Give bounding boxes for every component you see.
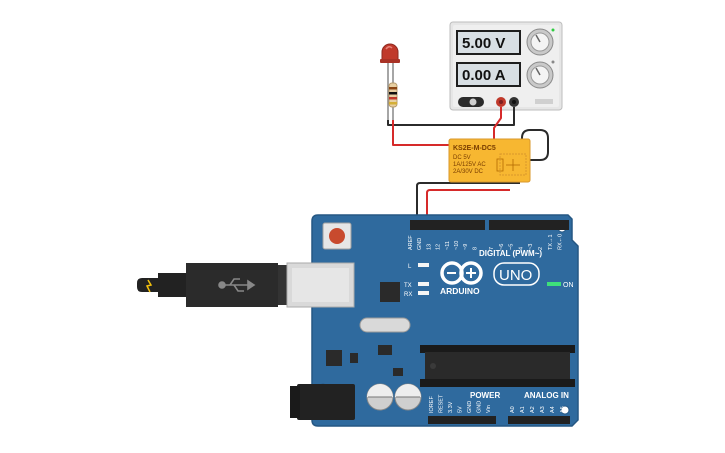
analog-pin-label-1: A1 — [520, 406, 526, 413]
relay-module[interactable]: KS2E-M-DC5 DC 5V 1A/125V AC 2A/30V DC — [448, 138, 531, 183]
analog-pin-label-3: A3 — [540, 406, 546, 413]
digital-pin-label-1: GND — [417, 238, 423, 250]
analog-pin-label-0: A0 — [510, 406, 516, 413]
power-pin-label-6: Vin — [486, 405, 492, 413]
digital-pin-label-13: 2 — [538, 247, 544, 250]
power-pin-label-0: IOREF — [429, 396, 435, 413]
analog-pin-label-4: A4 — [550, 406, 556, 413]
power-header[interactable] — [428, 416, 496, 424]
digital-pin-label-8: 7 — [489, 247, 495, 250]
digital-pin-label-6: ~9 — [463, 244, 469, 250]
capacitor-chip — [378, 345, 392, 355]
power-pin-label-4: GND — [467, 401, 473, 413]
usb-chip — [380, 282, 400, 302]
digital-pin-label-11: 4 — [518, 247, 524, 250]
atmega-chip — [420, 345, 575, 387]
digital-header[interactable] — [410, 220, 569, 230]
digital-pin-label-15: RX←0 — [558, 234, 564, 250]
brand-text: ARDUINO — [440, 286, 480, 296]
reset-button[interactable] — [322, 222, 352, 250]
lightning-icon — [145, 279, 153, 293]
analog-pin-labels: A0 A1 A2 A3 A4 A5 — [510, 406, 566, 413]
led-icon[interactable] — [380, 43, 400, 120]
digital-pin-label-3: 12 — [436, 244, 442, 250]
analog-pin-label-2: A2 — [530, 406, 536, 413]
voltage-knob[interactable] — [526, 28, 554, 56]
analog-label: ANALOG IN — [524, 391, 569, 400]
positive-terminal[interactable] — [496, 97, 506, 107]
svg-text:L: L — [408, 264, 412, 270]
voltage-display: 5.00 V — [462, 35, 505, 52]
capacitor-2 — [394, 383, 422, 411]
svg-text:UNO: UNO — [499, 267, 532, 284]
negative-terminal[interactable] — [509, 97, 519, 107]
relay-line2: 1A/125V AC — [453, 162, 486, 168]
capacitor-1 — [366, 383, 394, 411]
usb-cable[interactable] — [137, 262, 355, 308]
relay-line1: DC 5V — [453, 155, 471, 161]
led-tx: TX — [404, 282, 429, 289]
led-l: L — [408, 263, 429, 270]
arduino-logo: ARDUINO — [440, 261, 483, 296]
digital-label: DIGITAL (PWM~) — [479, 249, 542, 258]
digital-pin-label-0: AREF — [408, 235, 414, 250]
svg-text:TX: TX — [404, 283, 412, 289]
digital-pin-label-10: ~5 — [509, 244, 515, 250]
regulator — [326, 350, 342, 366]
power-pin-label-2: 3.3V — [448, 401, 454, 413]
relay-line3: 2A/30V DC — [453, 169, 484, 175]
analog-header[interactable] — [508, 416, 570, 424]
svg-text:RX: RX — [404, 292, 412, 298]
power-pin-label-1: RESET — [439, 394, 445, 413]
digital-pin-label-14: TX→1 — [548, 234, 554, 250]
wires — [387, 107, 549, 226]
current-display: 0.00 A — [462, 67, 506, 84]
uno-badge: UNO — [493, 262, 540, 286]
barrel-jack[interactable] — [290, 384, 355, 420]
digital-pin-label-12: ~3 — [528, 244, 534, 250]
power-pin-label-5: GND — [477, 401, 483, 413]
digital-pin-label-2: 13 — [426, 244, 432, 250]
on-led: ON — [547, 282, 574, 289]
relay-part-number: KS2E-M-DC5 — [453, 145, 496, 152]
power-pin-label-3: 5V — [458, 406, 464, 413]
power-label: POWER — [470, 391, 500, 400]
resistor-icon[interactable] — [388, 80, 398, 120]
crystal — [359, 317, 411, 333]
led-rx: RX — [404, 291, 429, 298]
usb-icon — [218, 278, 256, 292]
digital-pin-label-7: 8 — [472, 247, 478, 250]
svg-text:ON: ON — [563, 282, 574, 289]
digital-pin-label-5: ~10 — [454, 241, 460, 250]
power-supply[interactable]: 5.00 V 0.00 A — [449, 21, 563, 111]
digital-pin-label-4: ~11 — [445, 241, 451, 250]
power-button-icon[interactable] — [458, 97, 484, 107]
analog-pin-label-5: A5 — [560, 406, 566, 413]
current-knob[interactable] — [526, 61, 554, 89]
digital-pin-label-9: ~6 — [499, 244, 505, 250]
